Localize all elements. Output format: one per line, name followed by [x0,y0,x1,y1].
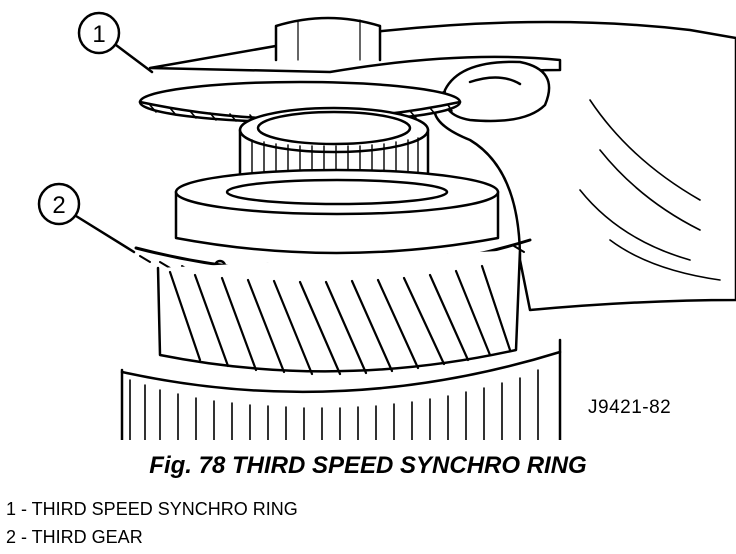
legend-list: 1 - THIRD SPEED SYNCHRO RING 2 - THIRD G… [6,498,298,554]
legend-item: 2 - THIRD GEAR [6,527,143,547]
callout-1-circle [77,11,121,55]
callout-1-number: 1 [92,21,105,48]
figure-illustration: 1 2 [37,11,736,440]
figure-caption: Fig. 78 THIRD SPEED SYNCHRO RING [149,452,587,479]
figure-id: J9421-82 [588,397,672,418]
callout-2-number: 2 [52,192,65,219]
callout-2-circle [37,182,81,226]
synchro-ring-drawing: 1 2 [37,11,736,440]
legend-item: 1 - THIRD SPEED SYNCHRO RING [6,499,298,519]
